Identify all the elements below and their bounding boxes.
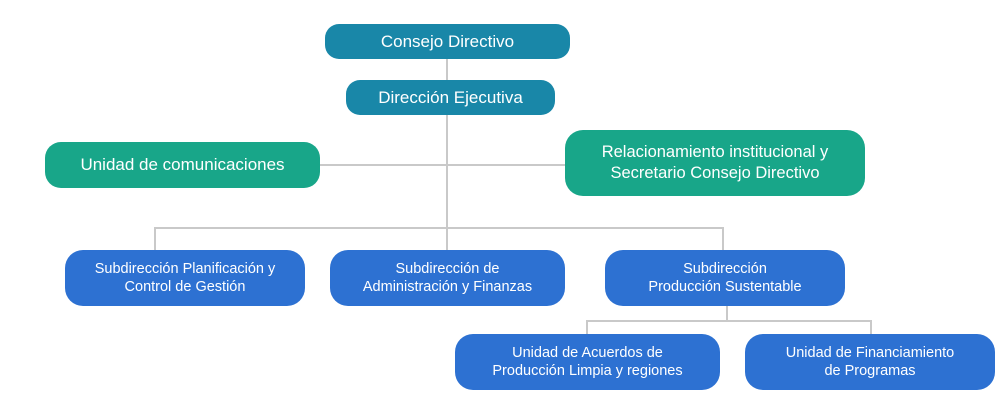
connector-direccion-trunk [446,115,448,250]
connector-stub-planificacion [154,227,156,250]
connector-staff-horizontal [320,164,565,166]
node-unidad-financiamiento: Unidad de Financiamiento de Programas [745,334,995,390]
node-unidad-comunicaciones: Unidad de comunicaciones [45,142,320,188]
node-unidad-acuerdos: Unidad de Acuerdos de Producción Limpia … [455,334,720,390]
connector-subdirecciones-horizontal [154,227,724,229]
node-subdireccion-planificacion: Subdirección Planificación y Control de … [65,250,305,306]
node-subdireccion-produccion: Subdirección Producción Sustentable [605,250,845,306]
node-subdireccion-administracion: Subdirección de Administración y Finanza… [330,250,565,306]
connector-stub-produccion [722,227,724,250]
node-relacionamiento-institucional: Relacionamiento institucional y Secretar… [565,130,865,196]
connector-produccion-trunk [726,306,728,321]
connector-consejo-direccion [446,59,448,80]
connector-unidades-horizontal [586,320,872,322]
connector-stub-financiamiento [870,320,872,334]
connector-stub-acuerdos [586,320,588,334]
node-consejo-directivo: Consejo Directivo [325,24,570,59]
node-direccion-ejecutiva: Dirección Ejecutiva [346,80,555,115]
